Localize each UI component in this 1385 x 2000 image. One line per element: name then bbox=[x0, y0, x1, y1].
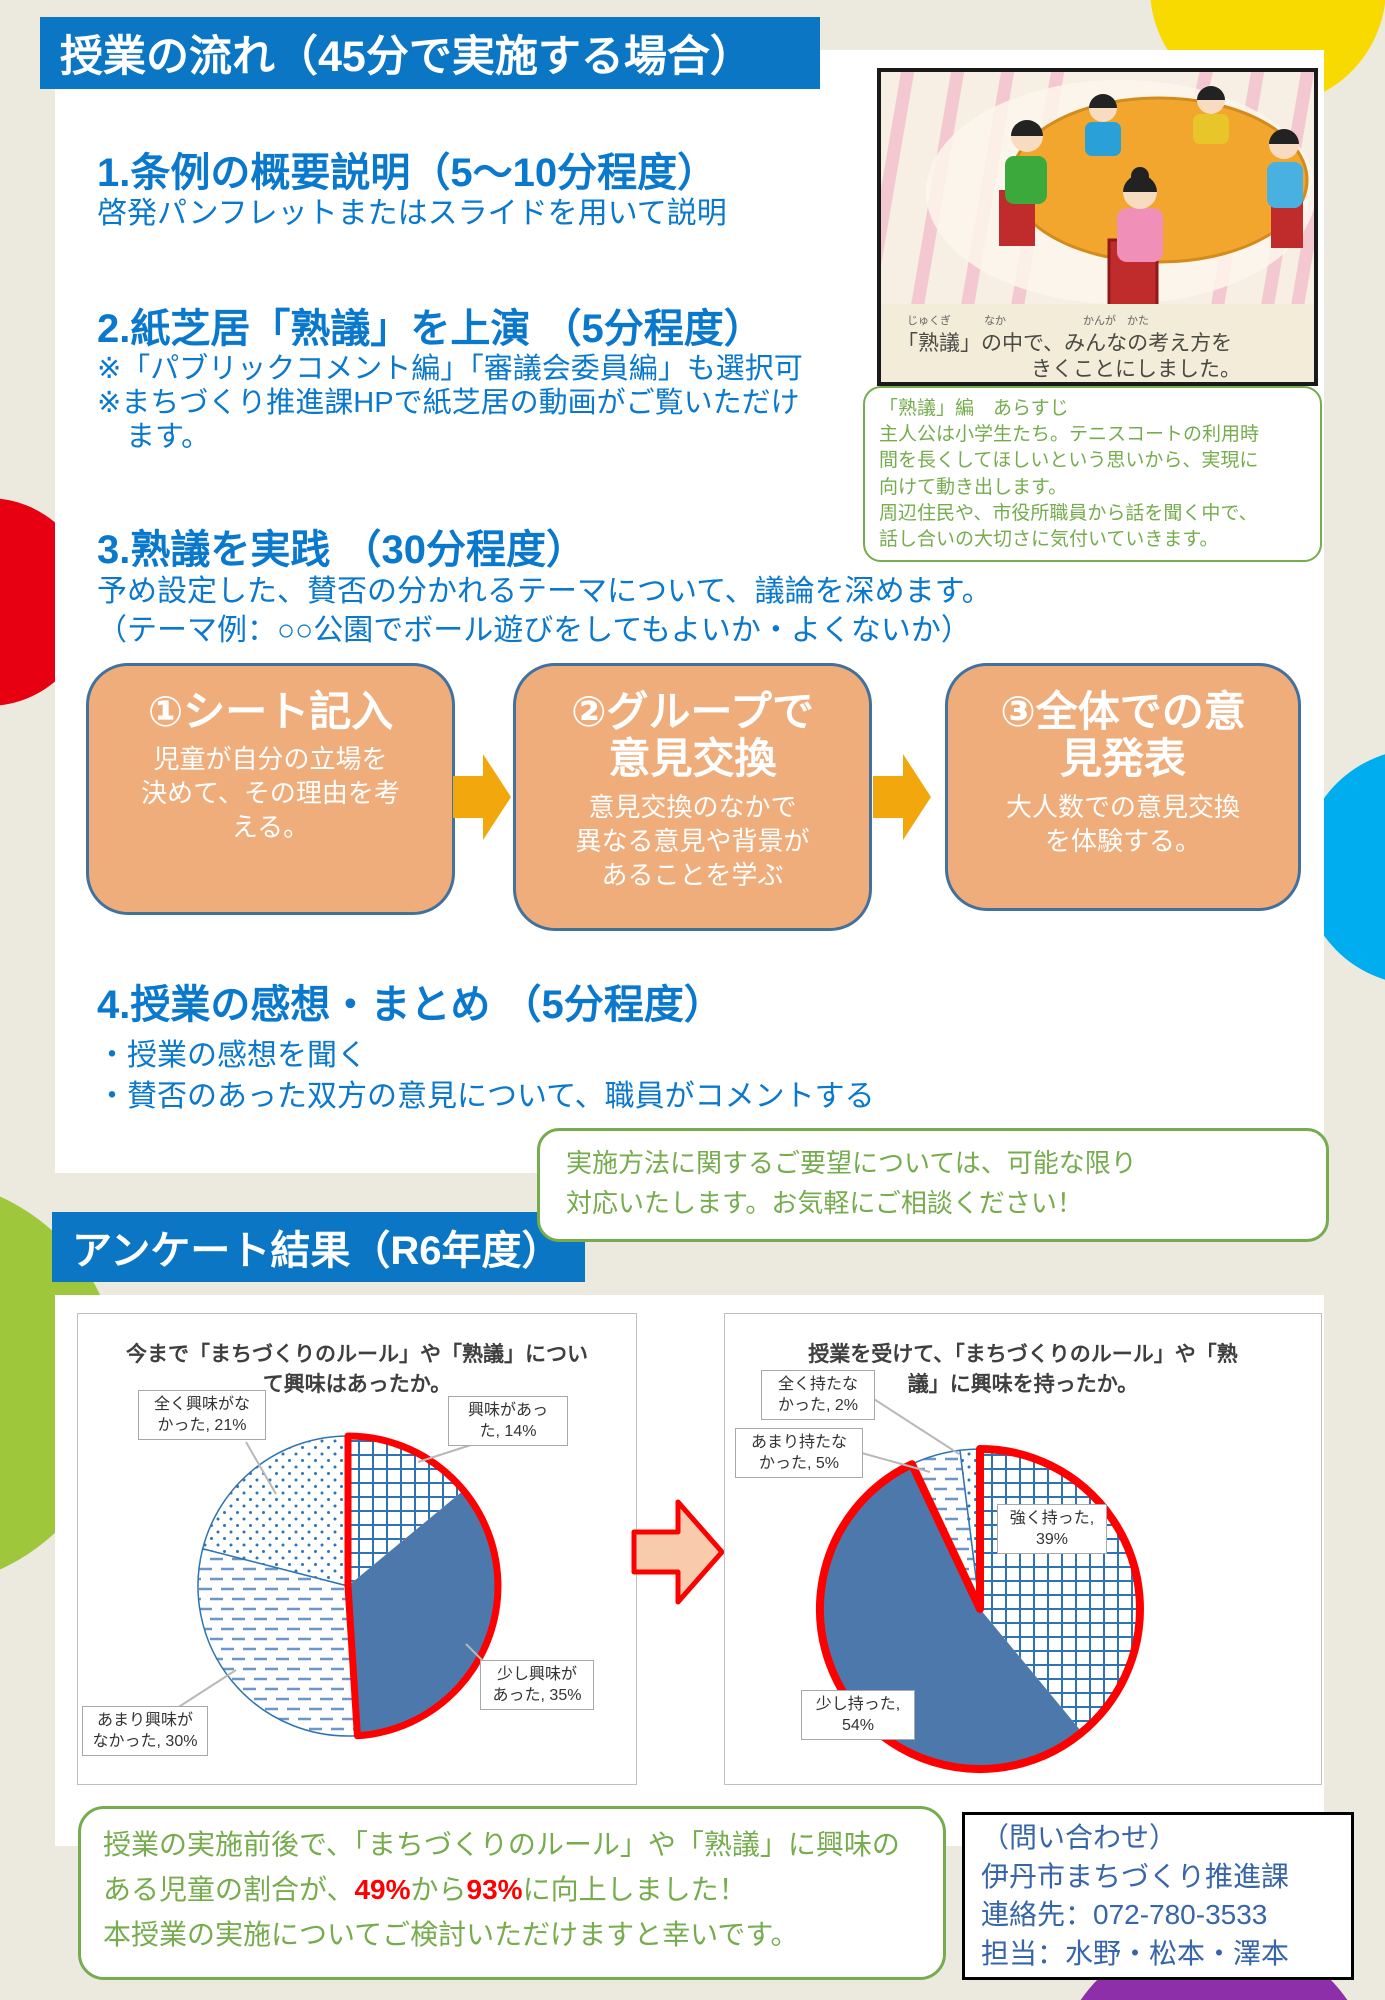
step1-heading: 1.条例の概要説明（5～10分程度） bbox=[97, 151, 718, 195]
lesson-flow-header: 授業の流れ（45分で実施する場合） bbox=[40, 17, 820, 89]
chart2-title: 授業を受けて、「まちづくりのルール」や「熟 議」に興味を持ったか。 bbox=[808, 1343, 1238, 1397]
kamishibai-photo: じゅくぎ なか かんが かた 「熟議」の中で、みんなの考え方を きくことにしまし… bbox=[844, 50, 1348, 404]
caption-furigana: じゅくぎ なか かんが かた bbox=[907, 313, 1149, 327]
pie-chart-after: 授業を受けて、「まちづくりのルール」や「熟 議」に興味を持ったか。 全く持たな … bbox=[724, 1313, 1322, 1785]
chart1-label-none: 全く興味がな かった, 21% bbox=[138, 1390, 266, 1441]
result-note-text: 授業の実施前後で、「まちづくりのルール」や「熟議」に興味の ある児童の割合が、4… bbox=[103, 1823, 921, 1957]
chart2-label-bit: 少し持った, 54% bbox=[801, 1690, 915, 1741]
result-pct-after: 93% bbox=[466, 1873, 523, 1905]
consult-note-text: 実施方法に関するご要望については、可能な限り 対応いたします。お気軽にご相談くだ… bbox=[566, 1148, 1137, 1219]
step1-body: 啓発パンフレットまたはスライドを用いて説明 bbox=[97, 197, 727, 230]
flow-box-3-body: 大人数での意見交換 を体験する。 bbox=[1005, 791, 1240, 856]
lesson-flow-title: 授業の流れ（45分で実施する場合） bbox=[60, 33, 753, 81]
step2-body: ※「パブリックコメント編」「審議会委員編」も選択可 ※まちづくり推進課HPで紙芝… bbox=[97, 353, 803, 454]
survey-header: アンケート結果（R6年度） bbox=[52, 1212, 585, 1282]
chart1-title: 今まで「まちづくりのルール」や「熟議」につい て興味はあったか。 bbox=[126, 1343, 588, 1397]
result-line3: 本授業の実施についてご検討いただけますと幸いです。 bbox=[103, 1918, 799, 1950]
flow-box-2-body: 意見交換のなかで 異なる意見や背景が あることを学ぶ bbox=[575, 791, 810, 890]
caption-line1: 「熟議」の中で、みんなの考え方を bbox=[897, 331, 1232, 355]
result-mid: から bbox=[410, 1873, 467, 1905]
flow-box-1-body: 児童が自分の立場を 決めて、その理由を考 える。 bbox=[141, 744, 400, 843]
result-note-box: 授業の実施前後で、「まちづくりのルール」や「熟議」に興味の ある児童の割合が、4… bbox=[78, 1806, 946, 1980]
flow-box-2-title: ②グループで 意見交換 bbox=[570, 688, 815, 783]
flow-box-2: ②グループで 意見交換 意見交換のなかで 異なる意見や背景が あることを学ぶ bbox=[513, 663, 872, 931]
contact-box: （問い合わせ） 伊丹市まちづくり推進課 連絡先：072-780-3533 担当：… bbox=[962, 1812, 1354, 1980]
chart1-pie bbox=[173, 1432, 502, 1740]
step3-body: 予め設定した、賛否の分かれるテーマについて、議論を深めます。 （テーマ例：○○公… bbox=[97, 575, 992, 647]
step4-body: ・授業の感想を聞く ・賛否のあった双方の意見について、職員がコメントする bbox=[97, 1039, 875, 1113]
before-after-arrow-icon bbox=[631, 1499, 725, 1605]
chart1-label-yes: 興味があっ た, 14% bbox=[448, 1396, 568, 1447]
chart1-label-bit: 少し興味が あった, 35% bbox=[480, 1660, 594, 1711]
consult-note-box: 実施方法に関するご要望については、可能な限り 対応いたします。お気軽にご相談くだ… bbox=[537, 1128, 1329, 1242]
pie-chart-before: 今まで「まちづくりのルール」や「熟議」につい て興味はあったか。 bbox=[77, 1313, 637, 1785]
chart2-label-strong: 強く持った, 39% bbox=[997, 1504, 1107, 1555]
flow-box-1-title: ①シート記入 bbox=[147, 688, 394, 735]
caption-line2: きくことにしました。 bbox=[1031, 357, 1241, 381]
survey-title: アンケート結果（R6年度） bbox=[72, 1229, 562, 1273]
flow-box-3-title: ③全体での意 見発表 bbox=[1000, 688, 1246, 783]
result-pct-before: 49% bbox=[354, 1873, 411, 1905]
step4-heading: 4.授業の感想・まとめ （5分程度） bbox=[97, 983, 724, 1027]
synopsis-text: 「熟議」編 あらすじ 主人公は小学生たち。テニスコートの利用時 間を長くしてほし… bbox=[879, 398, 1260, 551]
result-part2: に向上しました！ bbox=[522, 1873, 747, 1905]
chart1-label-notmuch: あまり興味が なかった, 30% bbox=[82, 1706, 208, 1757]
children-illustration: じゅくぎ なか かんが かた 「熟議」の中で、みんなの考え方を きくことにしまし… bbox=[844, 50, 1348, 404]
result-part1: 授業の実施前後で、「まちづくりのルール」や「熟議」に興味の ある児童の割合が、 bbox=[103, 1829, 900, 1905]
flow-arrow-2-icon bbox=[873, 754, 931, 840]
step3-heading: 3.熟議を実践 （30分程度） bbox=[97, 528, 586, 572]
step2-heading: 2.紙芝居「熟議」を上演 （5分程度） bbox=[97, 307, 764, 351]
chart2-label-notmuch: あまり持たな かった, 5% bbox=[735, 1428, 863, 1479]
chart2-label-none: 全く持たな かった, 2% bbox=[761, 1370, 875, 1421]
flow-arrow-1-icon bbox=[453, 754, 511, 840]
flow-box-3: ③全体での意 見発表 大人数での意見交換 を体験する。 bbox=[945, 663, 1301, 911]
synopsis-box: 「熟議」編 あらすじ 主人公は小学生たち。テニスコートの利用時 間を長くしてほし… bbox=[863, 386, 1322, 562]
flow-box-1: ①シート記入 児童が自分の立場を 決めて、その理由を考 える。 bbox=[86, 663, 455, 915]
